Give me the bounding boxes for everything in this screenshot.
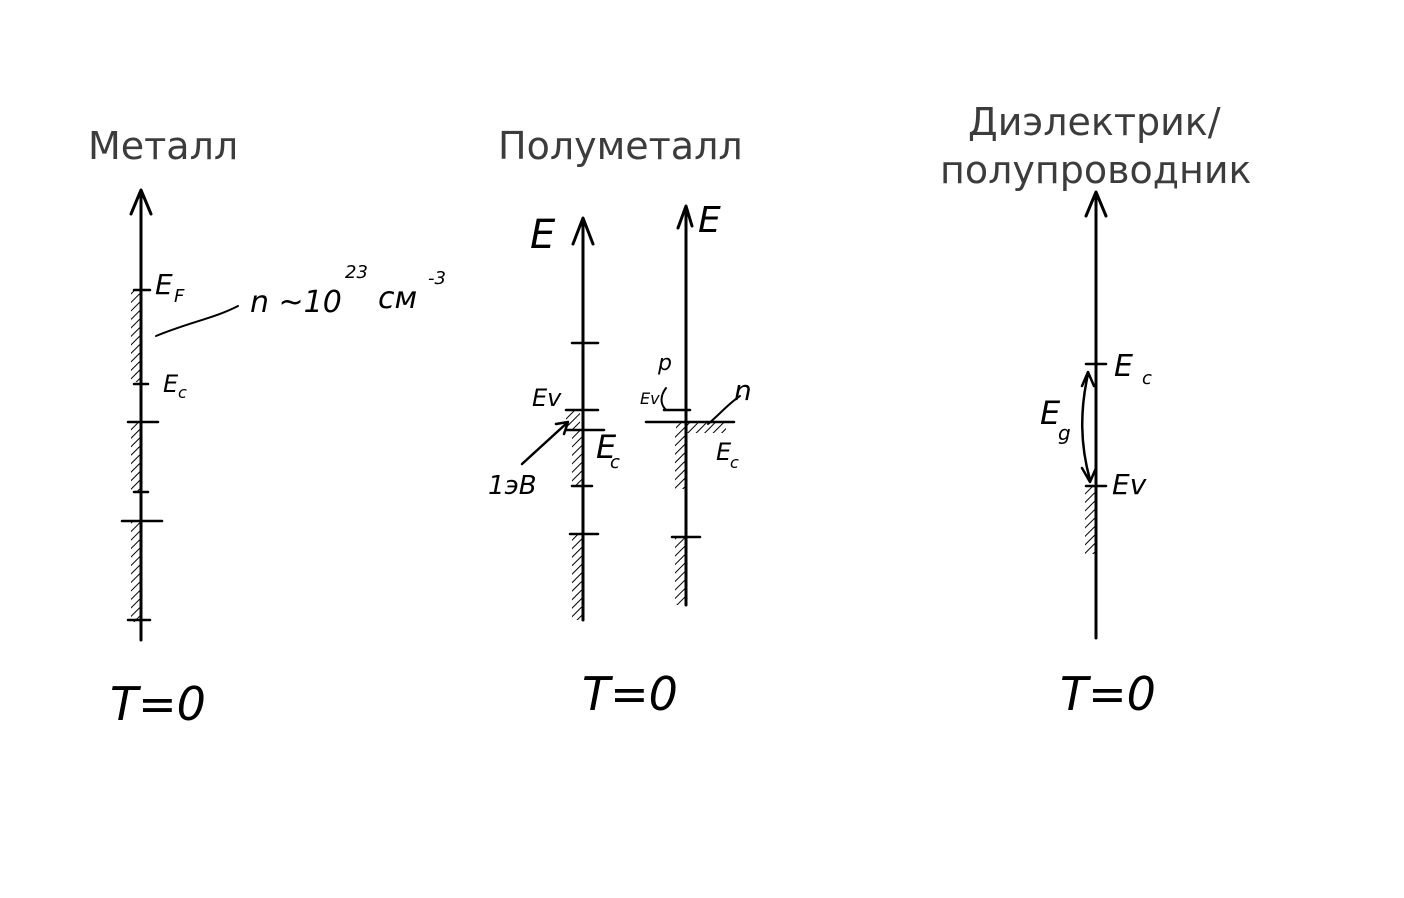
semimetal-left-arrowhead [571, 216, 595, 246]
semimetal-ev-unit-label: 1эВ [488, 471, 537, 501]
semimetal-left-ec-subscript: c [610, 452, 620, 473]
semimetal-title: Полуметалл [498, 124, 743, 168]
metal-hatch-band-2 [131, 422, 140, 492]
dielectric-title-line2: полупроводник [940, 148, 1252, 192]
semimetal-right-hatch-band-2 [675, 537, 687, 605]
metal-ef-subscript: F [174, 286, 185, 307]
semimetal-ev-unit-arrow [520, 420, 570, 466]
metal-density-pointer [155, 305, 239, 337]
metal-density-unit: см [378, 281, 417, 316]
semimetal-right-arrowhead [676, 204, 694, 230]
metal-temperature-label: T=0 [110, 677, 206, 731]
semimetal-p-label: p [657, 351, 672, 376]
metal-hatch-band-1 [131, 290, 140, 382]
semimetal-left-ec-label: E [596, 428, 617, 466]
semimetal-ev-bracket [660, 387, 667, 411]
semimetal-right-hatch-band-1 [675, 433, 687, 489]
dielectric-axis-arrowhead [1084, 190, 1108, 218]
dielectric-ev-label: Ev [1112, 468, 1147, 501]
semimetal-temperature-label: T=0 [582, 667, 678, 721]
dielectric-eg-subscript: g [1058, 421, 1071, 445]
dielectric-ec-label: E [1114, 349, 1133, 384]
dielectric-title-line1: Диэлектрик/ [968, 100, 1221, 144]
metal-ec-subscript: c [178, 383, 187, 402]
metal-axis-arrowhead [129, 188, 153, 216]
metal-density-label: n ~10 [250, 285, 342, 320]
dielectric-ec-subscript: c [1142, 368, 1152, 389]
semimetal-n-pointer [707, 395, 741, 425]
semimetal-right-ec-subscript: c [730, 453, 739, 472]
dielectric-temperature-label: T=0 [1060, 667, 1156, 721]
dielectric-eg-label: E [1040, 394, 1061, 432]
metal-density-unit-exponent: -3 [428, 268, 446, 289]
metal-title: Металл [88, 124, 239, 168]
dielectric-panel: E c Ev E g T=0 [1040, 190, 1156, 721]
metal-panel: E F E c n ~10 23 см -3 T=0 [110, 188, 446, 731]
semimetal-left-overlap-hatch [566, 410, 580, 430]
semimetal-right-electron-hatch [676, 423, 726, 433]
dielectric-valence-hatch [1085, 486, 1095, 554]
semimetal-ev-small-label: Ev [640, 389, 660, 408]
dielectric-gap-arrow [1080, 370, 1098, 484]
metal-hatch-band-3 [131, 522, 140, 622]
semimetal-ev-label: Ev [532, 384, 562, 412]
semimetal-left-e-label: E [530, 212, 556, 258]
semimetal-left-hatch-band-2 [572, 534, 584, 620]
semimetal-n-label: n [734, 374, 752, 407]
semimetal-right-ec-label: E [716, 438, 732, 466]
semimetal-panel: E Ev E c 1эВ E p Ev n E c T=0 [488, 200, 752, 721]
metal-ec-label: E [163, 370, 179, 398]
metal-density-exponent: 23 [345, 262, 368, 283]
semimetal-right-e-label: E [698, 200, 721, 241]
semimetal-left-hatch-band-1 [572, 430, 582, 486]
metal-ef-label: E [155, 268, 173, 301]
